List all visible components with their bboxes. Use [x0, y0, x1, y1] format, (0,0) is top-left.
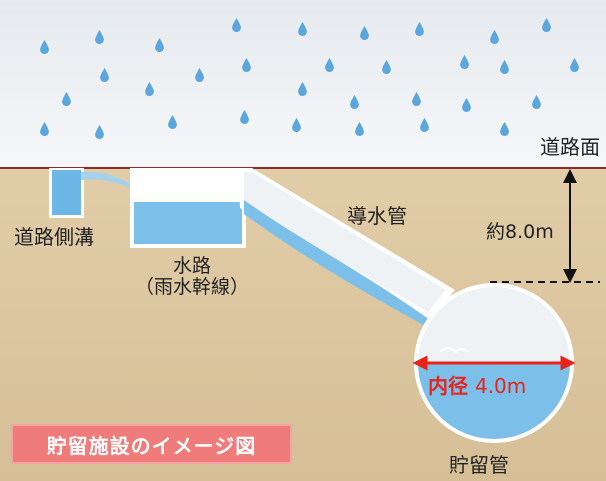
intake-pipe-inner: [244, 172, 446, 312]
diameter-value: 4.0m: [474, 374, 527, 398]
diameter-prefix: 内径: [428, 374, 468, 398]
channel-water: [134, 202, 242, 244]
channel-label-line1: 水路: [172, 255, 211, 277]
badge-title: 貯留施設のイメージ図: [46, 433, 257, 458]
intake-pipe-label: 導水管: [347, 204, 407, 228]
storage-pipe-label: 貯留管: [449, 453, 509, 477]
road-gutter-water: [52, 170, 81, 215]
road-gutter-label: 道路側溝: [14, 225, 94, 249]
depth-label: 約8.0m: [486, 221, 554, 243]
intake-pipe-water: [244, 200, 430, 326]
diameter-label: 内径 4.0m: [428, 375, 526, 397]
gutter-outflow: [81, 171, 134, 190]
channel-label-line2: （雨水幹線）: [134, 275, 249, 298]
road-surface-label: 道路面: [540, 135, 600, 159]
storage-pipe-water: [418, 363, 570, 439]
splash: [439, 347, 469, 354]
channel-label: 水路 （雨水幹線）: [127, 256, 257, 298]
title-badge: 貯留施設のイメージ図: [11, 424, 292, 464]
